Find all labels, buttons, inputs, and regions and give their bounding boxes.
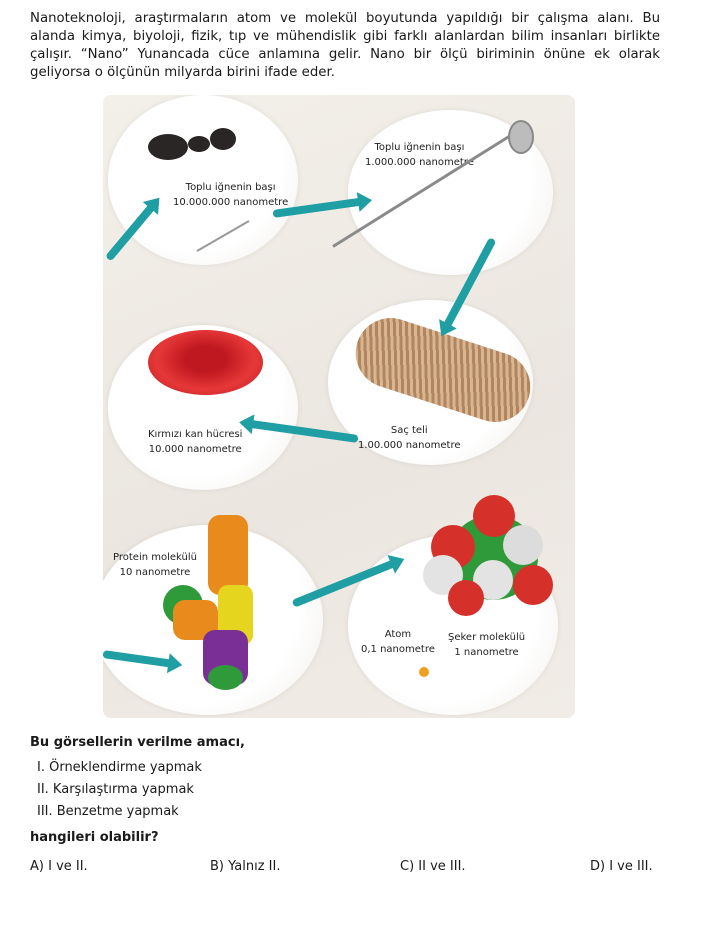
protein-size: 10 nanometre: [119, 567, 191, 578]
answer-d[interactable]: D) I ve III.: [590, 859, 653, 874]
scale-figure: Toplu iğnenin başı 10.000.000 nanometre T…: [103, 95, 575, 718]
answer-a[interactable]: A) I ve II.: [30, 859, 88, 874]
rbc-name: Kırmızı kan hücresi: [148, 429, 243, 440]
protein-label: Protein molekülü 10 nanometre: [113, 550, 197, 580]
rbc-size: 10.000 nanometre: [148, 444, 242, 455]
ant-size: 10.000.000 nanometre: [173, 197, 289, 208]
pin-name: Toplu iğnenin başı: [374, 142, 465, 153]
question-stem: Bu görsellerin verilme amacı,: [30, 735, 245, 750]
pin-size: 1.000.000 nanometre: [365, 157, 474, 168]
sugar-name: Şeker molekülü: [448, 632, 526, 643]
red-blood-cell-image: [148, 330, 263, 395]
intro-paragraph: Nanoteknoloji, araştırmaların atom ve mo…: [30, 11, 660, 80]
protein-image: [158, 515, 258, 690]
question-ask: hangileri olabilir?: [30, 830, 159, 845]
pin-head: [508, 120, 534, 154]
hair-label: Saç teli 1.00.000 nanometre: [358, 423, 461, 453]
protein-name: Protein molekülü: [113, 552, 197, 563]
hair-name: Saç teli: [390, 425, 428, 436]
atom-dot: [419, 667, 429, 677]
answer-c[interactable]: C) II ve III.: [400, 859, 466, 874]
sugar-size: 1 nanometre: [454, 647, 519, 658]
sugar-label: Şeker molekülü 1 nanometre: [448, 630, 525, 660]
sugar-molecule-image: [423, 495, 558, 620]
ant-label: Toplu iğnenin başı 10.000.000 nanometre: [173, 180, 288, 210]
hair-size: 1.00.000 nanometre: [358, 440, 461, 451]
option-item: II. Karşılaştırma yapmak: [37, 782, 194, 797]
ant-name: Toplu iğnenin başı: [185, 182, 276, 193]
option-item: I. Örneklendirme yapmak: [37, 760, 202, 775]
ant-circle: [108, 95, 298, 265]
ant-image: [148, 120, 258, 165]
atom-name: Atom: [384, 629, 412, 640]
rbc-label: Kırmızı kan hücresi 10.000 nanometre: [148, 427, 242, 457]
option-item: III. Benzetme yapmak: [37, 804, 179, 819]
pin-label: Toplu iğnenin başı 1.000.000 nanometre: [365, 140, 474, 170]
answer-b[interactable]: B) Yalnız II.: [210, 859, 281, 874]
atom-label: Atom 0,1 nanometre: [361, 627, 435, 657]
atom-size: 0,1 nanometre: [361, 644, 435, 655]
